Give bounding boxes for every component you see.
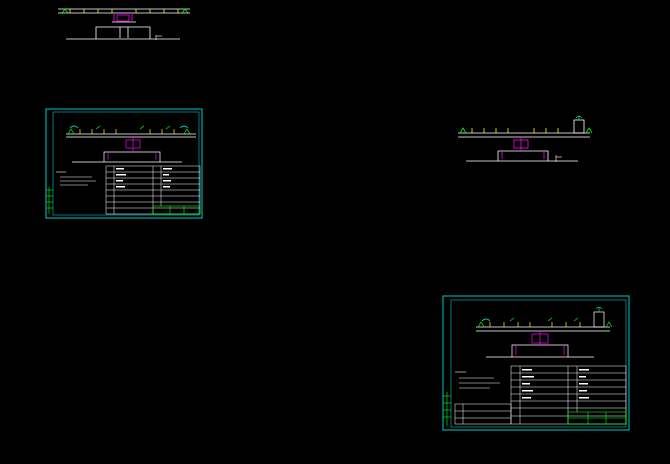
conveyor-elevation-top-left (58, 8, 190, 40)
drawing-sheet-bottom-right (442, 295, 630, 431)
conveyor-elevation-right (458, 115, 593, 162)
drawing-sheet-left (45, 108, 203, 219)
